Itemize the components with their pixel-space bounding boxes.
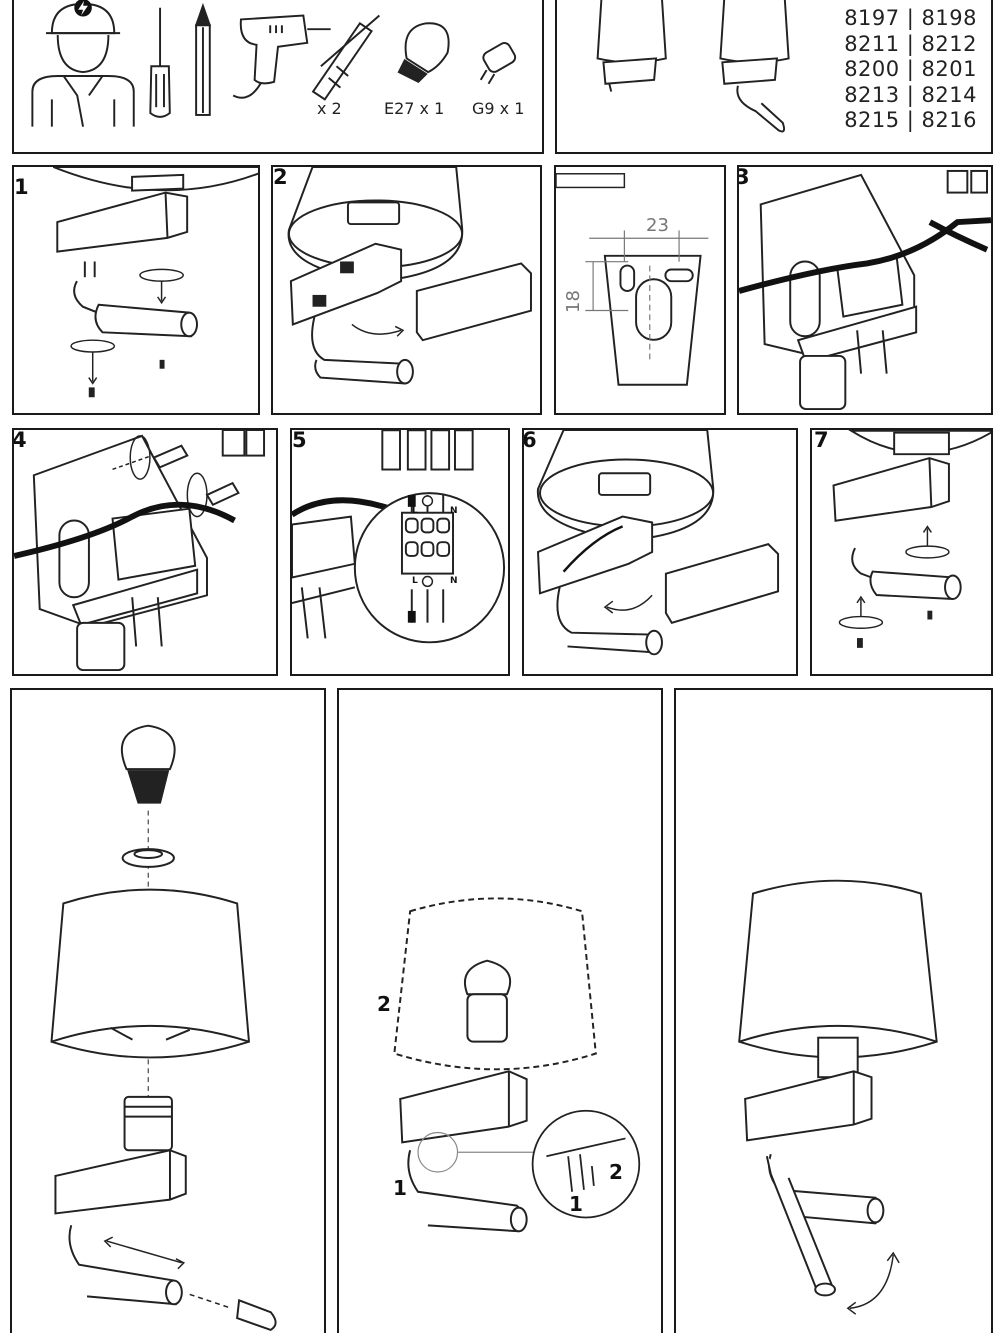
drilling-template-panel: 23 18	[554, 165, 726, 415]
step-2-illustration	[287, 167, 532, 385]
step-number: 1	[14, 175, 29, 199]
step-3-illustration	[739, 169, 991, 411]
step-7-panel: 7	[810, 428, 993, 676]
step-number: 3	[739, 167, 750, 189]
lamp-variants-illustration	[596, 0, 790, 133]
step-5-panel: 5 L N L N	[290, 428, 510, 676]
drilling-template-illustration	[556, 173, 709, 386]
step-4-panel: 4	[12, 428, 278, 676]
model-code: 8213 | 8214	[844, 82, 977, 107]
final-assembly-panel	[674, 688, 993, 1333]
inset-label-2: 2	[609, 1160, 623, 1184]
tools-panel: x 2 E27 x 1 G9 x 1	[12, 0, 544, 154]
g9-bulb-icon	[479, 42, 517, 85]
ground-symbol-icon	[421, 495, 434, 507]
inset-label-1: 1	[569, 1192, 583, 1216]
live-label-bottom: L	[412, 576, 418, 586]
ground-symbol-icon	[421, 575, 434, 588]
live-label-top: L	[412, 506, 418, 516]
neutral-label-bottom: N	[450, 576, 458, 586]
terminal-block-detail	[353, 492, 506, 644]
electrician-icon	[31, 2, 135, 127]
step-4-illustration	[14, 430, 266, 672]
lamp-shade	[738, 879, 938, 1079]
e27-bulb-quantity: E27 x 1	[384, 99, 445, 118]
lamp-shade	[393, 897, 597, 1071]
anchors-quantity: x 2	[317, 99, 342, 118]
step-1-illustration	[52, 167, 258, 398]
shade-assembly-panel	[10, 688, 326, 1333]
shade-ring-icon	[121, 848, 175, 868]
tools-illustration	[31, 0, 517, 127]
step-6-panel: 6	[522, 428, 798, 676]
template-width-mm: 23	[646, 215, 669, 236]
detail-inset	[531, 1109, 641, 1219]
neutral-label-top: N	[450, 506, 458, 516]
reading-lamp-panel: 2 1 1 2	[337, 688, 663, 1333]
ruler-icon	[556, 173, 626, 189]
part-label-2: 2	[377, 992, 391, 1016]
step-number: 4	[12, 428, 27, 452]
screw-icon	[152, 444, 240, 507]
model-code: 8197 | 8198	[844, 6, 977, 30]
step-5-illustration	[292, 430, 506, 644]
model-code: 8211 | 8212	[844, 31, 977, 56]
step-number: 2	[273, 165, 288, 189]
step-1-panel: 1	[12, 165, 260, 415]
e27-bulb-icon	[120, 724, 176, 804]
step-3-panel: 3	[737, 165, 993, 415]
template-height-mm: 18	[562, 290, 584, 313]
model-code: 8215 | 8216	[844, 108, 977, 132]
model-code-list: 8197 | 8198 8211 | 8212 8200 | 8201 8213…	[844, 6, 977, 134]
pencil-icon	[194, 2, 212, 116]
step-number: 6	[522, 428, 537, 452]
step-number: 5	[292, 428, 307, 452]
screwdriver-icon	[149, 7, 171, 118]
step-number: 7	[814, 428, 829, 452]
g9-bulb-quantity: G9 x 1	[472, 99, 525, 118]
shade-assembly-illustration	[50, 724, 277, 1332]
final-lamp-illustration	[738, 879, 938, 1315]
screwdriver-icon	[236, 1298, 277, 1332]
e27-bulb-icon	[397, 22, 450, 84]
model-code: 8200 | 8201	[844, 57, 977, 81]
step-6-illustration	[536, 430, 780, 656]
lamp-shade	[50, 888, 251, 1059]
drill-icon	[232, 14, 331, 99]
step-7-illustration	[832, 430, 991, 648]
wall-anchor-icon	[311, 14, 381, 101]
part-label-1: 1	[393, 1176, 407, 1200]
reading-lamp-illustration	[393, 897, 641, 1233]
step-2-panel: 2	[271, 165, 542, 415]
models-panel: 8197 | 8198 8211 | 8212 8200 | 8201 8213…	[555, 0, 993, 154]
